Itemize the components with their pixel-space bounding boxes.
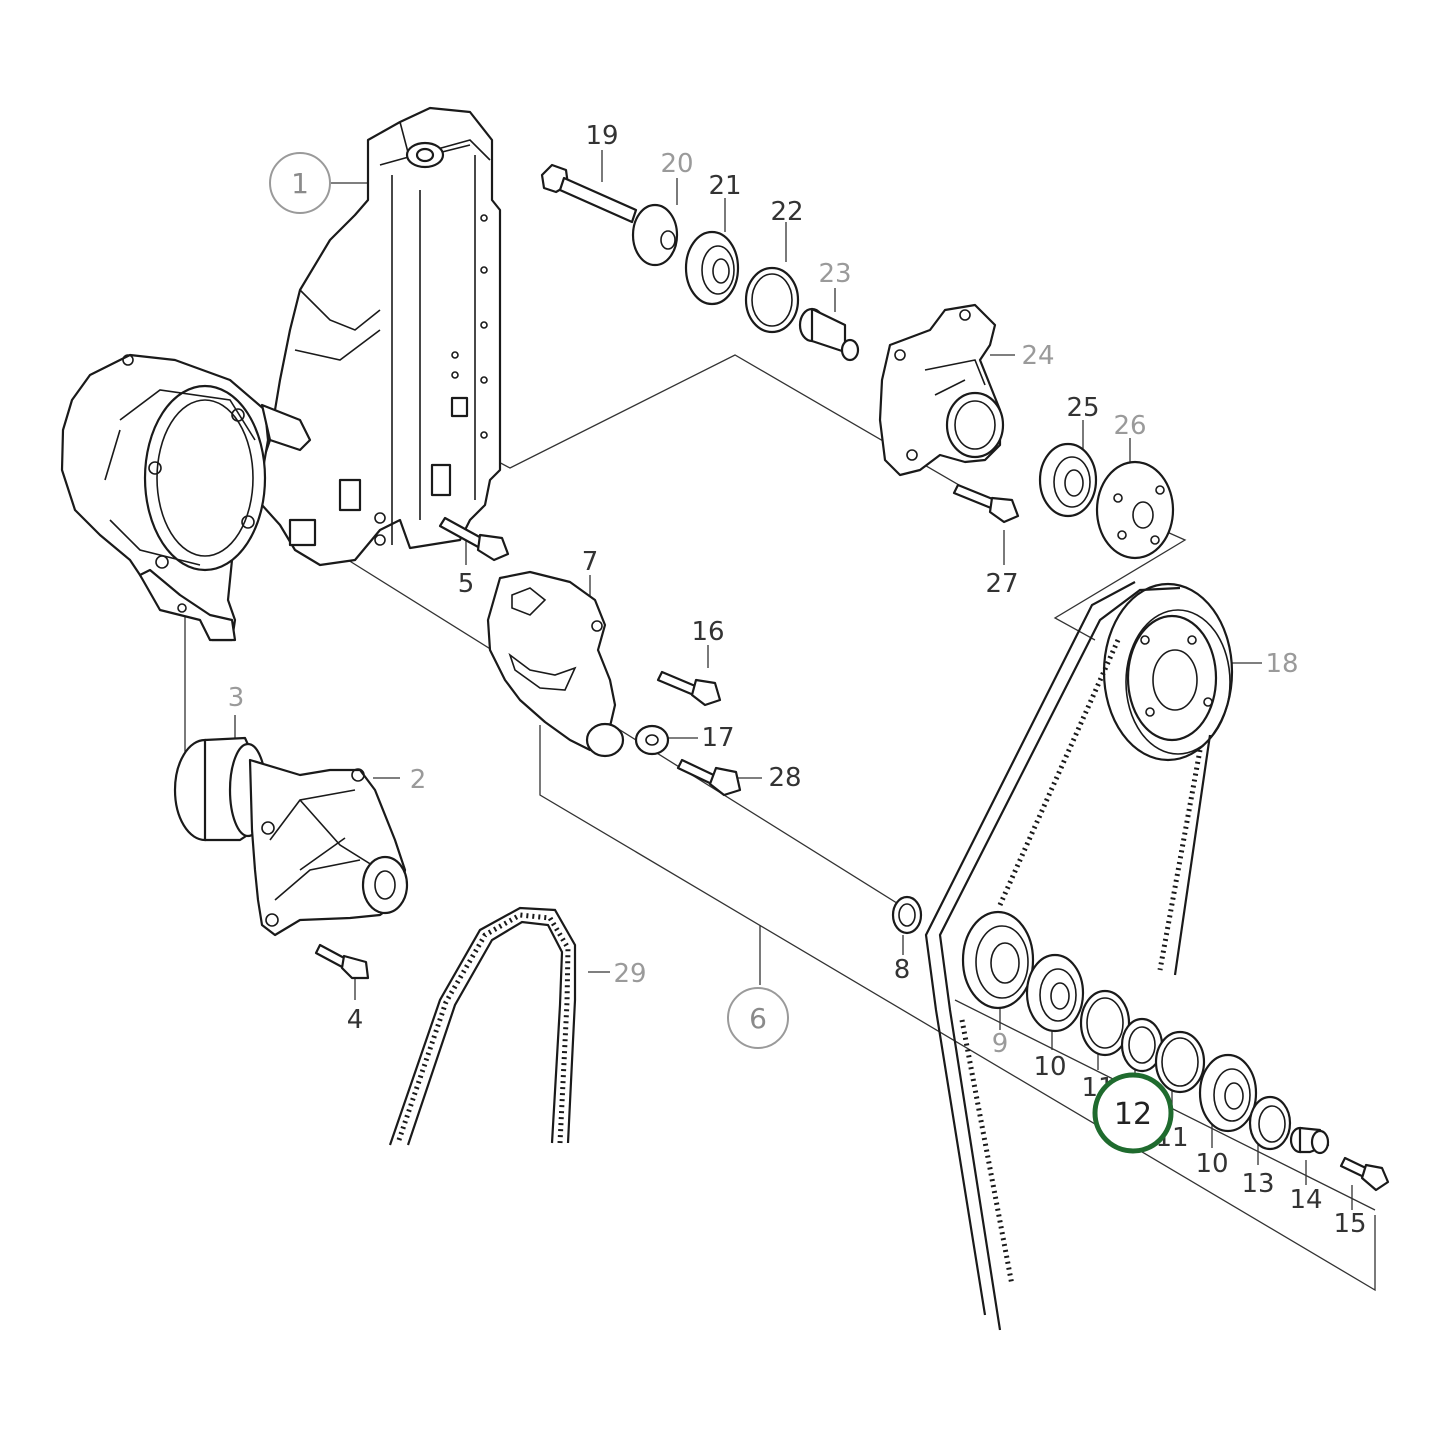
bolt-19 xyxy=(540,163,638,224)
label-17: 17 xyxy=(701,723,734,753)
label-10a: 10 xyxy=(1033,1052,1066,1082)
bearing-10a xyxy=(1025,953,1085,1033)
label-10b: 10 xyxy=(1195,1149,1228,1179)
pulley-18 xyxy=(1102,582,1234,762)
label-27: 27 xyxy=(985,569,1018,599)
label-13: 13 xyxy=(1241,1169,1274,1199)
label-7: 7 xyxy=(582,547,599,577)
label-19: 19 xyxy=(585,121,618,151)
pulley-plate-26 xyxy=(1095,460,1175,560)
sleeve-14 xyxy=(1289,1126,1330,1155)
tensioner-bracket-24 xyxy=(878,303,1005,477)
tensioner-arm xyxy=(486,570,625,758)
label-29: 29 xyxy=(613,959,646,989)
label-23: 23 xyxy=(818,259,851,289)
circlip-22 xyxy=(744,266,800,334)
drive-belt xyxy=(924,581,1212,1331)
callout-circle-1 xyxy=(269,152,331,214)
label-24: 24 xyxy=(1021,341,1054,371)
label-16: 16 xyxy=(691,617,724,647)
housing-bracket xyxy=(60,106,502,642)
label-22: 22 xyxy=(770,197,803,227)
spacer-12 xyxy=(1120,1017,1164,1073)
bearing-25 xyxy=(1038,442,1098,518)
label-2: 2 xyxy=(410,765,427,795)
pulley-9 xyxy=(961,910,1035,1010)
label-14: 14 xyxy=(1289,1185,1322,1215)
water-pump xyxy=(173,736,409,937)
label-20: 20 xyxy=(660,149,693,179)
belt-29 xyxy=(388,906,577,1146)
bolt-15 xyxy=(1339,1156,1390,1192)
label-12: 12 xyxy=(1114,1097,1152,1132)
callout-circle-6 xyxy=(727,987,789,1049)
label-15: 15 xyxy=(1333,1209,1366,1239)
bolt-28 xyxy=(676,758,742,797)
circlip-11a xyxy=(1079,989,1131,1057)
bolt-4 xyxy=(314,943,370,980)
label-5: 5 xyxy=(458,569,475,599)
sleeve-23 xyxy=(798,307,860,362)
bolt-5 xyxy=(438,516,510,562)
label-21: 21 xyxy=(708,171,741,201)
label-8: 8 xyxy=(894,955,911,985)
label-18: 18 xyxy=(1265,649,1298,679)
callout-labels: 1 2 3 4 5 6 7 8 9 10 10 11 11 12 13 14 1… xyxy=(228,121,1367,1239)
washer-17 xyxy=(634,724,670,756)
label-3: 3 xyxy=(228,683,245,713)
label-25: 25 xyxy=(1066,393,1099,423)
washer-20 xyxy=(631,203,679,267)
label-28: 28 xyxy=(768,763,801,793)
bearing-10b xyxy=(1198,1053,1258,1133)
bolt-16 xyxy=(656,670,722,707)
bearing-21 xyxy=(684,230,740,306)
highlight-circle-12 xyxy=(1092,1072,1174,1154)
circlip-11b xyxy=(1154,1030,1206,1094)
label-9: 9 xyxy=(992,1029,1009,1059)
label-1: 1 xyxy=(291,167,309,200)
washer-13 xyxy=(1248,1095,1292,1151)
label-6: 6 xyxy=(749,1002,767,1035)
bolt-27 xyxy=(952,483,1020,524)
seal-8 xyxy=(891,895,923,935)
label-26: 26 xyxy=(1113,411,1146,441)
label-4: 4 xyxy=(347,1005,364,1035)
